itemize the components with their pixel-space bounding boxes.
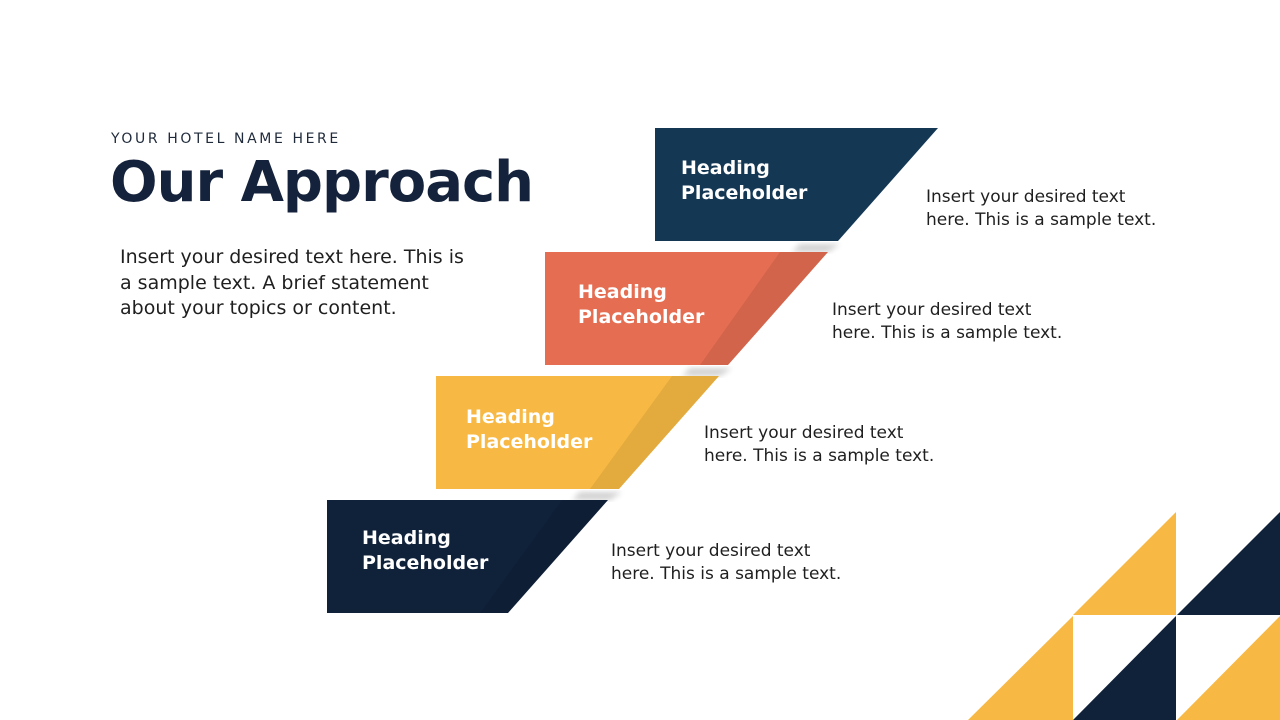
intro-line: about your topics or content.	[120, 297, 397, 319]
step-4-heading: Heading Placeholder	[362, 526, 488, 576]
step-1-shape	[655, 128, 938, 241]
step-2-shape	[545, 252, 828, 365]
step-heading-line: Placeholder	[681, 182, 808, 204]
step-4-shape	[327, 500, 608, 613]
step-1-heading: Heading Placeholder	[681, 156, 807, 206]
intro-line: Insert your desired text here. This is	[120, 246, 464, 268]
step-2-description: Insert your desired text here. This is a…	[832, 299, 1062, 345]
step-heading-line: Heading	[362, 527, 451, 549]
step-desc-line: Insert your desired text	[611, 541, 811, 561]
step-desc-line: here. This is a sample text.	[611, 564, 842, 584]
deco-triangle-yellow-bottom-right	[1177, 616, 1280, 720]
step-heading-line: Heading	[578, 281, 667, 303]
step-3-heading: Heading Placeholder	[466, 405, 592, 455]
step-1-description: Insert your desired text here. This is a…	[926, 186, 1156, 232]
step-4-fold-shade	[480, 500, 608, 613]
step-desc-line: Insert your desired text	[926, 187, 1126, 207]
hotel-name: YOUR HOTEL NAME HERE	[111, 131, 341, 147]
step-heading-line: Heading	[466, 406, 555, 428]
deco-triangle-navy-top	[1177, 512, 1280, 615]
intro-text: Insert your desired text here. This is a…	[120, 245, 480, 322]
deco-triangle-yellow-top	[1073, 512, 1176, 615]
step-1-shadow	[792, 244, 840, 252]
step-heading-line: Placeholder	[578, 306, 705, 328]
step-heading-line: Placeholder	[362, 552, 489, 574]
step-3-shadow	[572, 492, 622, 500]
deco-triangle-navy-bottom-mid	[1073, 616, 1176, 720]
step-desc-line: here. This is a sample text.	[926, 210, 1157, 230]
step-2-heading: Heading Placeholder	[578, 280, 704, 330]
step-heading-line: Heading	[681, 157, 770, 179]
step-2-shadow	[682, 368, 732, 376]
step-3-shape	[436, 376, 719, 489]
step-desc-line: here. This is a sample text.	[832, 323, 1063, 343]
step-3-description: Insert your desired text here. This is a…	[704, 422, 934, 468]
step-desc-line: Insert your desired text	[832, 300, 1032, 320]
page-title: Our Approach	[110, 150, 534, 215]
step-2-fold-shade	[700, 252, 828, 365]
deco-triangle-yellow-bottom-left	[968, 616, 1073, 720]
step-desc-line: here. This is a sample text.	[704, 446, 935, 466]
step-desc-line: Insert your desired text	[704, 423, 904, 443]
intro-line: a sample text. A brief statement	[120, 271, 429, 294]
step-4-description: Insert your desired text here. This is a…	[611, 540, 841, 586]
step-3-fold-shade	[590, 376, 719, 489]
step-heading-line: Placeholder	[466, 431, 593, 453]
